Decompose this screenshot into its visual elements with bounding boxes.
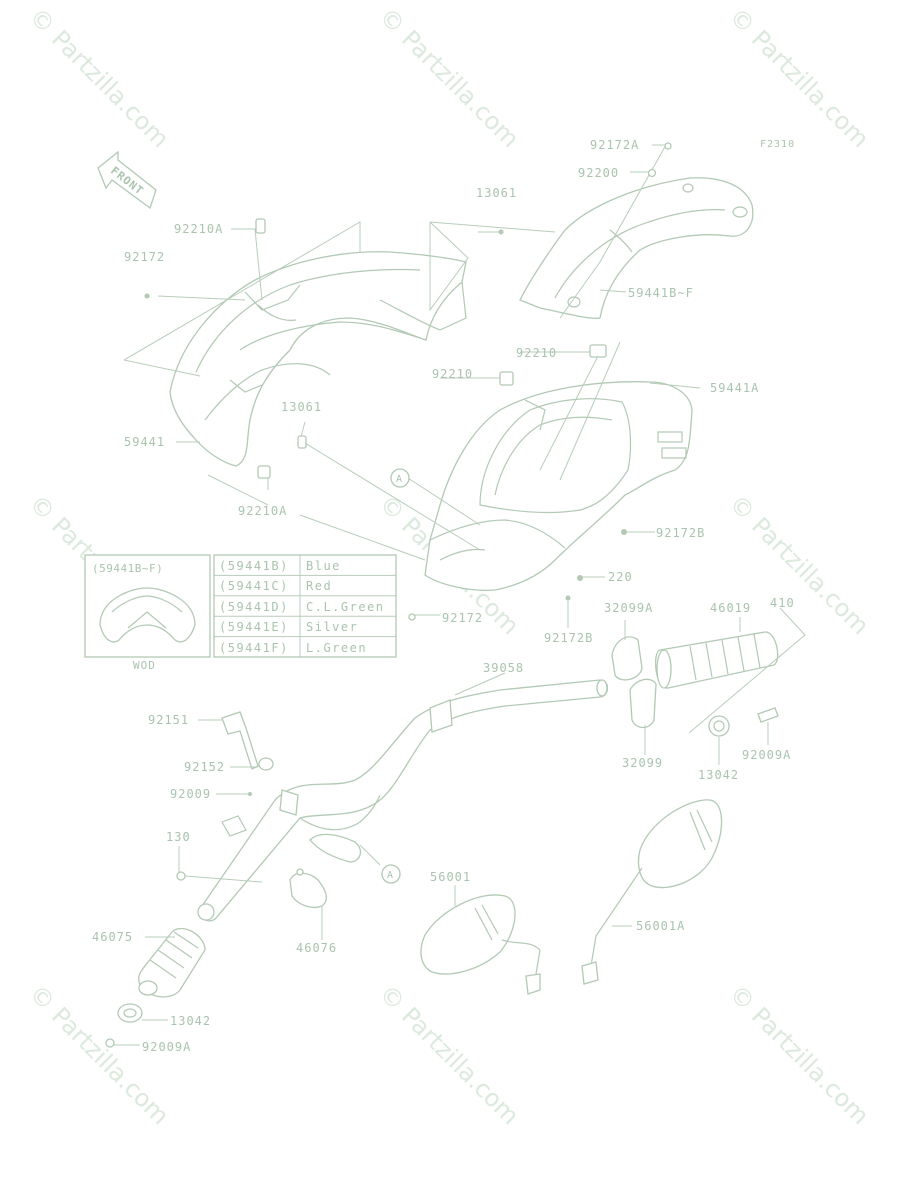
- mirror-56001A: [581, 799, 723, 985]
- color-code-cell: (59441B): [219, 559, 289, 573]
- watermark: © Partzilla.com: [24, 979, 175, 1130]
- callout-label: A: [387, 870, 393, 881]
- callout-a-upper: A: [390, 468, 410, 488]
- part-label: 92210: [516, 346, 557, 360]
- part-label: 92210: [432, 367, 473, 381]
- color-name-cell: L.Green: [306, 641, 367, 655]
- watermark: © Partzilla.com: [724, 489, 875, 640]
- upper-cowl-59441: [169, 251, 467, 467]
- part-label: 130: [166, 830, 191, 844]
- switch-housing: [611, 620, 657, 755]
- color-code-cell: (59441D): [219, 600, 289, 614]
- handlebar-39058: [197, 672, 609, 922]
- holder-46076: [289, 833, 362, 940]
- part-label: 59441: [124, 435, 165, 449]
- part-label: 13061: [476, 186, 517, 200]
- watermark: © Partzilla.com: [374, 2, 525, 153]
- color-name-cell: C.L.Green: [306, 600, 385, 614]
- middle-cowl-59441A: [424, 381, 693, 591]
- color-name-cell: Red: [306, 579, 332, 593]
- part-label: 39058: [483, 661, 524, 675]
- front-arrow-icon: FRONT: [97, 150, 157, 210]
- fasteners: [144, 142, 672, 621]
- part-label: 220: [608, 570, 633, 584]
- collar-13042-left: [105, 1003, 168, 1048]
- part-label: 56001: [430, 870, 471, 884]
- color-code-cell: (59441E): [219, 620, 289, 634]
- part-label: 92172: [124, 250, 165, 264]
- part-label: 59441A: [710, 381, 759, 395]
- part-label: 92210A: [238, 504, 287, 518]
- part-label: 92151: [148, 713, 189, 727]
- watermark: © Partzilla.com: [724, 979, 875, 1130]
- collar-13042-right: [708, 707, 779, 765]
- part-label: 92009: [170, 787, 211, 801]
- part-label: 13061: [281, 400, 322, 414]
- part-label: 92210A: [174, 222, 223, 236]
- bolt-92151: [198, 711, 274, 796]
- watermark: © Partzilla.com: [374, 979, 525, 1130]
- inset-title: (59441B~F): [92, 562, 163, 575]
- right-grip-46019: [654, 607, 806, 734]
- part-label: 13042: [170, 1014, 211, 1028]
- part-label: 92172B: [656, 526, 705, 540]
- part-label: 92152: [184, 760, 225, 774]
- visor-59441BF: [519, 177, 754, 319]
- color-name-cell: Blue: [306, 559, 341, 573]
- watermark: © Partzilla.com: [24, 2, 175, 153]
- inset-caption: WOD: [133, 659, 156, 672]
- part-label: 13042: [698, 768, 739, 782]
- part-label: 56001A: [636, 919, 685, 933]
- part-label: 46076: [296, 941, 337, 955]
- part-label: 59441B~F: [628, 286, 694, 300]
- part-label: 92009A: [742, 748, 791, 762]
- part-label: 92172: [442, 611, 483, 625]
- color-name-cell: Silver: [306, 620, 358, 634]
- screw-130: [176, 846, 263, 883]
- part-label: 46019: [710, 601, 751, 615]
- watermark: © Partzilla.com: [724, 2, 875, 153]
- part-label: 92200: [578, 166, 619, 180]
- color-code-cell: (59441C): [219, 579, 289, 593]
- figure-code: F2310: [760, 139, 795, 150]
- color-table: (59441B) Blue (59441C) Red (59441D) C.L.…: [213, 554, 397, 658]
- part-label: 92172A: [590, 138, 639, 152]
- part-label: 92172B: [544, 631, 593, 645]
- visor-inset: (59441B~F) WOD: [84, 554, 211, 672]
- part-label: 46075: [92, 930, 133, 944]
- callout-a-lower: A: [359, 844, 401, 884]
- part-label: 32099: [622, 756, 663, 770]
- part-label: 92009A: [142, 1040, 191, 1054]
- part-label: 410: [770, 596, 795, 610]
- part-label: 32099A: [604, 601, 653, 615]
- part-labels: 92172A 92200 13061 92210A 92172 59441B~F…: [92, 138, 795, 1054]
- mirror-56001: [420, 885, 541, 995]
- callout-label: A: [396, 474, 402, 485]
- left-grip-46075: [138, 927, 206, 998]
- color-code-cell: (59441F): [219, 641, 289, 655]
